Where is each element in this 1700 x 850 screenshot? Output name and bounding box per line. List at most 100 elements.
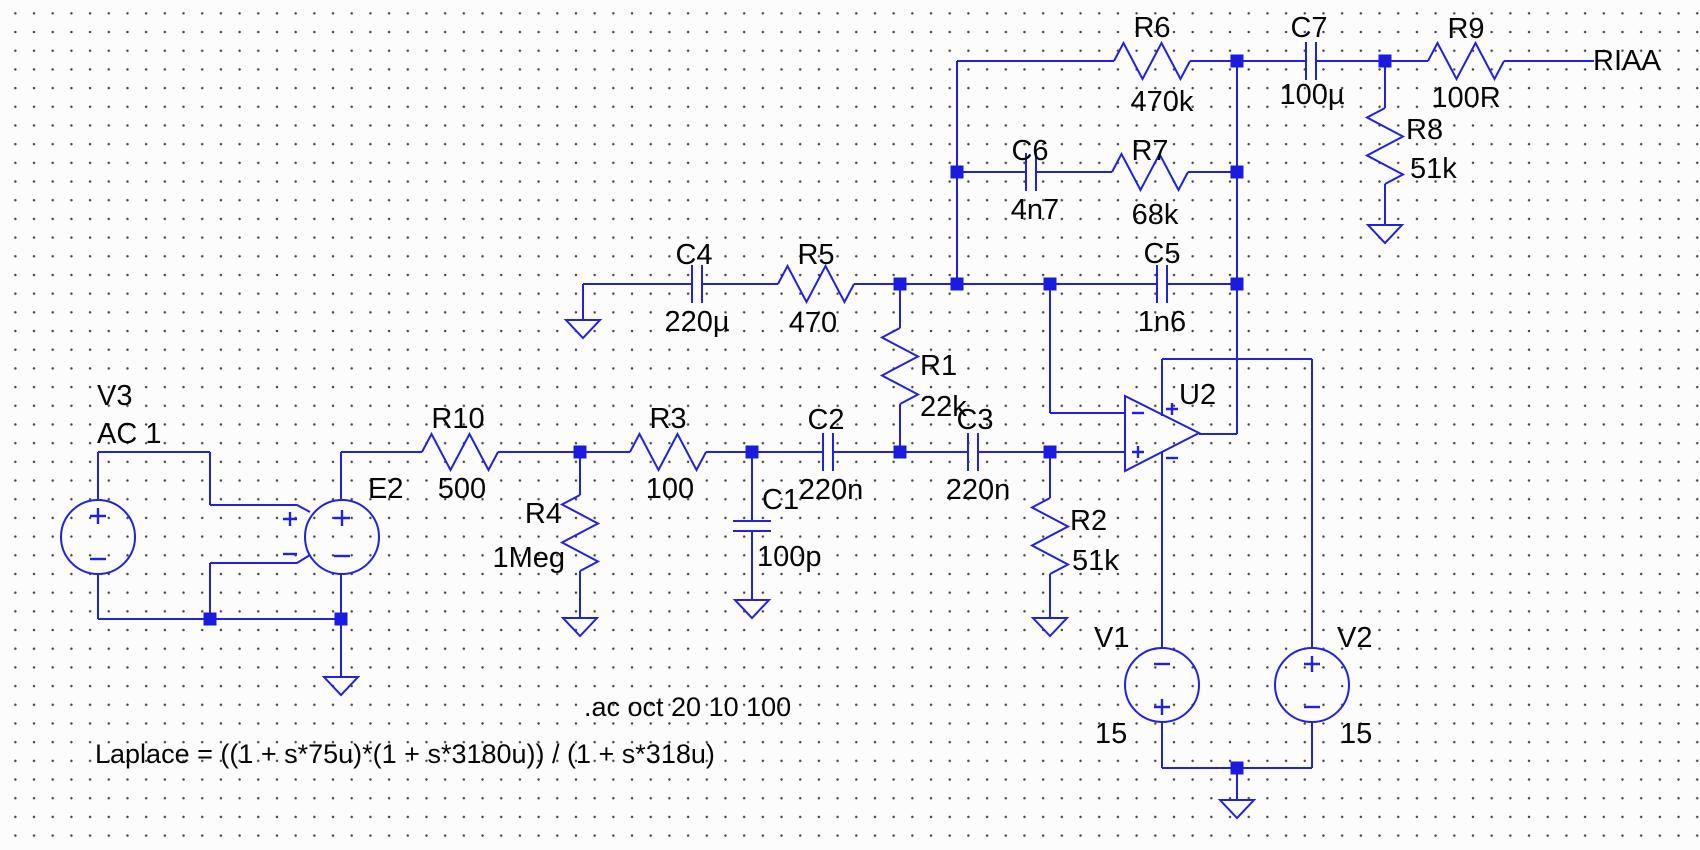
junction-dot <box>950 165 964 179</box>
label-r2-ref[interactable]: R2 <box>1070 505 1107 537</box>
component-r7[interactable]: R7 68k <box>1111 135 1189 231</box>
component-e2[interactable]: E2 <box>283 473 403 575</box>
label-r4-ref[interactable]: R4 <box>525 498 562 530</box>
wire[interactable] <box>210 504 311 513</box>
ground-icon[interactable] <box>1030 617 1070 638</box>
label-v3-value[interactable]: AC 1 <box>97 418 161 450</box>
label-r8-value[interactable]: 51k <box>1410 153 1457 185</box>
label-c6-ref[interactable]: C6 <box>1011 135 1048 167</box>
label-c7-ref[interactable]: C7 <box>1290 12 1327 44</box>
label-c1-value[interactable]: 100p <box>757 541 822 573</box>
component-c5[interactable]: C5 1n6 <box>1138 238 1186 338</box>
label-r3-value[interactable]: 100 <box>646 473 694 505</box>
label-v3-ref[interactable]: V3 <box>97 380 132 412</box>
label-c3-ref[interactable]: C3 <box>956 404 993 436</box>
label-r8-ref[interactable]: R8 <box>1406 114 1443 146</box>
label-v2-ref[interactable]: V2 <box>1337 622 1372 654</box>
voltage-source-body[interactable] <box>1274 647 1350 723</box>
label-r9-ref[interactable]: R9 <box>1447 13 1484 45</box>
label-r6-ref[interactable]: R6 <box>1133 12 1170 44</box>
component-r6[interactable]: R6 470k <box>1113 12 1194 118</box>
opamp-triangle[interactable] <box>1124 394 1202 473</box>
component-r4[interactable]: R4 1Meg <box>492 494 601 574</box>
label-r5-ref[interactable]: R5 <box>797 239 834 271</box>
component-v3[interactable]: V3 AC 1 <box>60 380 161 575</box>
capacitor-plates[interactable] <box>1025 153 1037 191</box>
resistor-body[interactable] <box>1029 497 1071 575</box>
component-c3[interactable]: C3 220n <box>946 404 1011 506</box>
label-c2-value[interactable]: 220n <box>799 474 864 506</box>
label-r7-ref[interactable]: R7 <box>1131 135 1168 167</box>
label-r9-value[interactable]: 100R <box>1431 82 1500 114</box>
net-label-riaa[interactable]: RIAA <box>1593 45 1661 77</box>
label-c3-value[interactable]: 220n <box>946 474 1011 506</box>
label-r10-value[interactable]: 500 <box>438 473 486 505</box>
label-u2-ref[interactable]: U2 <box>1179 379 1216 411</box>
component-r1[interactable]: R1 22k <box>879 327 967 423</box>
capacitor-plates[interactable] <box>733 520 771 532</box>
ground-icon[interactable] <box>560 617 600 638</box>
capacitor-plates[interactable] <box>1305 42 1317 80</box>
component-r10[interactable]: R10 500 <box>421 403 499 505</box>
label-c7-value[interactable]: 100µ <box>1279 79 1344 111</box>
label-v1-ref[interactable]: V1 <box>1094 622 1129 654</box>
laplace-value-text[interactable]: Laplace = ((1 + s*75u)*(1 + s*3180u)) / … <box>95 739 715 769</box>
spice-directive-ac[interactable]: .ac oct 20 10 100 <box>584 692 791 722</box>
label-c1-ref[interactable]: C1 <box>762 484 799 516</box>
component-r5[interactable]: R5 470 <box>777 239 855 339</box>
component-u2[interactable]: U2 <box>1124 379 1216 473</box>
ground-icon[interactable] <box>563 319 603 340</box>
component-v2[interactable]: V2 15 <box>1274 622 1372 750</box>
component-v1[interactable]: V1 15 <box>1094 622 1200 750</box>
component-c2[interactable]: C2 220n <box>799 404 864 506</box>
label-r7-value[interactable]: 68k <box>1132 199 1179 231</box>
resistor-body[interactable] <box>421 431 499 473</box>
label-r6-value[interactable]: 470k <box>1131 86 1194 118</box>
ground-icon[interactable] <box>321 676 361 697</box>
component-r9[interactable]: R9 100R <box>1427 13 1505 114</box>
label-r4-value[interactable]: 1Meg <box>492 542 565 574</box>
dependent-source-body[interactable] <box>304 499 380 575</box>
label-c6-value[interactable]: 4n7 <box>1011 194 1059 226</box>
label-v1-value[interactable]: 15 <box>1095 718 1127 750</box>
capacitor-plates[interactable] <box>1156 265 1168 303</box>
resistor-body[interactable] <box>777 263 855 305</box>
label-r5-value[interactable]: 470 <box>789 307 837 339</box>
capacitor-plates[interactable] <box>822 433 834 471</box>
label-r3-ref[interactable]: R3 <box>649 403 686 435</box>
resistor-body[interactable] <box>1111 151 1189 193</box>
component-c7[interactable]: C7 100µ <box>1279 12 1344 111</box>
resistor-body[interactable] <box>879 327 921 405</box>
component-r2[interactable]: R2 51k <box>1029 497 1119 577</box>
label-r1-value[interactable]: 22k <box>920 391 967 423</box>
label-c2-ref[interactable]: C2 <box>807 404 844 436</box>
component-r8[interactable]: R8 51k <box>1364 107 1457 185</box>
resistor-body[interactable] <box>1427 40 1505 82</box>
ground-icon[interactable] <box>732 599 772 620</box>
wire[interactable] <box>210 554 311 564</box>
label-r2-value[interactable]: 51k <box>1072 545 1119 577</box>
capacitor-plates[interactable] <box>967 433 979 471</box>
voltage-source-body[interactable] <box>1124 647 1200 723</box>
label-r1-ref[interactable]: R1 <box>920 350 957 382</box>
component-r3[interactable]: R3 100 <box>629 403 707 505</box>
label-v2-value[interactable]: 15 <box>1340 718 1372 750</box>
resistor-body[interactable] <box>1364 107 1406 185</box>
ground-icon[interactable] <box>1365 224 1405 245</box>
label-c4-value[interactable]: 220µ <box>664 306 729 338</box>
capacitor-plates[interactable] <box>691 265 703 303</box>
label-e2-ref[interactable]: E2 <box>368 473 403 505</box>
resistor-body[interactable] <box>559 494 601 572</box>
label-r10-ref[interactable]: R10 <box>431 403 484 435</box>
component-c1[interactable]: C1 100p <box>733 484 822 573</box>
ground-icon[interactable] <box>1217 799 1257 820</box>
label-c5-value[interactable]: 1n6 <box>1138 306 1186 338</box>
resistor-body[interactable] <box>1113 40 1191 82</box>
component-c4[interactable]: C4 220µ <box>664 239 729 338</box>
label-c5-ref[interactable]: C5 <box>1143 238 1180 270</box>
component-c6[interactable]: C6 4n7 <box>1011 135 1059 226</box>
label-c4-ref[interactable]: C4 <box>675 239 712 271</box>
voltage-source-body[interactable] <box>60 499 136 575</box>
resistor-body[interactable] <box>629 431 707 473</box>
